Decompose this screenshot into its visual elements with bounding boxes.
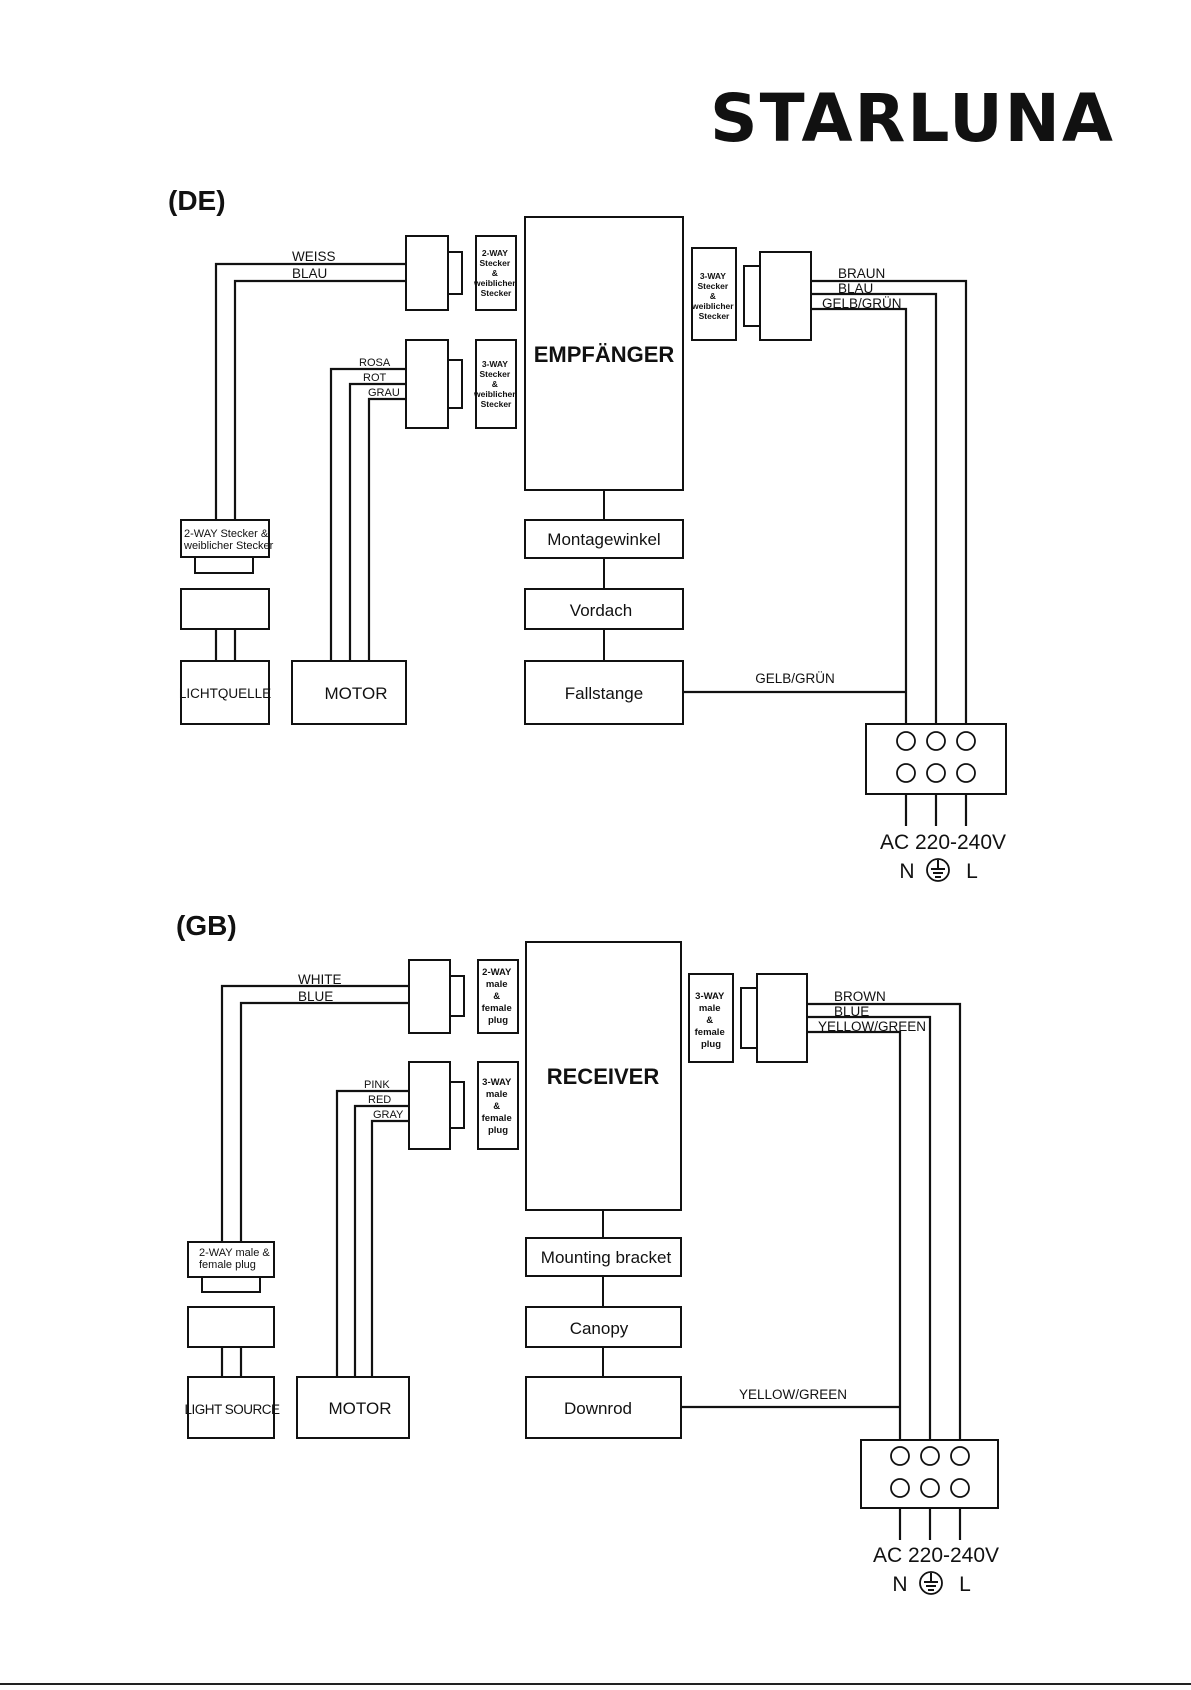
wire-label-brown-gb: BROWN [834,989,886,1004]
wire-label-white-gb: WHITE [298,972,342,987]
diagram-de: (DE) EMPFÄNGER 2-WAY Stecker & weibliche… [168,185,1007,883]
canopy-box-gb [525,1306,682,1348]
wire-label-yellowgreen-gb: YELLOW/GREEN [818,1019,926,1034]
motor-label-gb: MOTOR [329,1399,392,1418]
downrod-box-de [524,660,684,725]
conn-label-box-2way-gb [477,959,519,1034]
brand-logo: STARLUNA [710,80,1115,157]
conn-label-2way-gb: 2-WAY male & female plug [482,967,515,1026]
mounting-bracket-box-gb [525,1237,682,1277]
wire-label-pink-de: ROSA [359,357,391,369]
canopy-label-de: Vordach [570,601,632,620]
conn-label-3way-right-de: 3-WAY Stecker & weiblicher Stecker [691,271,736,321]
downrod-label-de: Fallstange [565,684,643,703]
conn-label-box-3way-right-gb [688,973,734,1063]
motor-box-gb [296,1376,410,1439]
light-source-label-gb: LIGHT SOURCE [184,1402,280,1417]
wire-label-red-gb: RED [368,1094,391,1106]
live-label-gb: L [959,1573,971,1596]
receiver-label-gb: RECEIVER [547,1064,660,1089]
plug-3way-supply-gb [756,973,808,1063]
receiver-box-gb [525,941,682,1211]
motor-label-de: MOTOR [325,684,388,703]
canopy-box-de [524,588,684,630]
supply-label-gb: AC 220-240V [873,1544,999,1567]
mounting-bracket-label-de: Montagewinkel [547,530,660,549]
plug-2way-de [405,235,449,311]
conn-label-box-3way-right-de [691,247,737,341]
plug-3way-supply-de [759,251,812,341]
section-label-gb: (GB) [176,910,237,941]
ground-wire-label-gb: YELLOW/GREEN [739,1387,847,1402]
section-label-de: (DE) [168,185,226,216]
wire-label-white-de: WEISS [292,249,336,264]
wire-label-blue-gb: BLUE [298,989,333,1004]
light-plug-label-de: 2-WAY Stecker & weiblicher Stecker [183,528,274,552]
ground-symbol-icon [926,858,950,882]
conn-label-3way-left-de: 3-WAY Stecker & weiblicher Stecker [473,359,518,409]
mounting-bracket-box-de [524,519,684,559]
wire-label-brown-de: BRAUN [838,266,885,281]
conn-label-3way-left-gb: 3-WAY male & female plug [482,1077,515,1136]
wire-label-pink-gb: PINK [364,1079,390,1091]
neutral-label-gb: N [892,1573,907,1596]
light-source-label-de: LICHTQUELLE [179,686,271,701]
supply-label-de: AC 220-240V [880,831,1006,854]
diagram-gb: (GB) RECEIVER 2-WAY male & female plug 3… [176,910,999,1596]
light-source-box-de [180,660,270,725]
downrod-box-gb [525,1376,682,1439]
light-source-box-gb [187,1376,275,1439]
wire-label-blue-supply-de: BLAU [838,281,873,296]
wire-label-blue-de: BLAU [292,266,327,281]
wire-label-red-de: ROT [363,372,387,384]
light-socket-box-gb [187,1306,275,1348]
light-socket-box-de [180,588,270,630]
conn-label-box-3way-left-de [475,339,517,429]
light-plug-box-de [180,519,270,558]
canopy-label-gb: Canopy [570,1319,629,1338]
wire-label-blue-supply-gb: BLUE [834,1004,869,1019]
neutral-label-de: N [899,860,914,883]
plug-2way-gb [408,959,451,1034]
receiver-label-de: EMPFÄNGER [534,342,675,367]
page-bottom-divider [0,1683,1191,1685]
downrod-label-gb: Downrod [564,1399,632,1418]
motor-box-de [291,660,407,725]
mounting-bracket-label-gb: Mounting bracket [541,1248,672,1267]
light-plug-box-gb [187,1241,275,1278]
ground-wire-label-de: GELB/GRÜN [755,671,835,686]
conn-label-box-3way-left-gb [477,1061,519,1150]
conn-label-box-2way-de [475,235,517,311]
live-label-de: L [966,860,978,883]
plug-3way-motor-gb [408,1061,451,1150]
wire-label-yellowgreen-de: GELB/GRÜN [822,296,902,311]
wire-label-gray-gb: GRAY [373,1109,404,1121]
plug-3way-motor-de [405,339,449,429]
conn-label-2way-de: 2-WAY Stecker & weiblicher Stecker [473,248,518,298]
conn-label-3way-right-gb: 3-WAY male & female plug [695,991,728,1050]
wire-label-gray-de: GRAU [368,387,400,399]
receiver-box-de [524,216,684,491]
ground-symbol-icon [919,1571,943,1595]
light-plug-label-gb: 2-WAY male & female plug [199,1247,273,1271]
